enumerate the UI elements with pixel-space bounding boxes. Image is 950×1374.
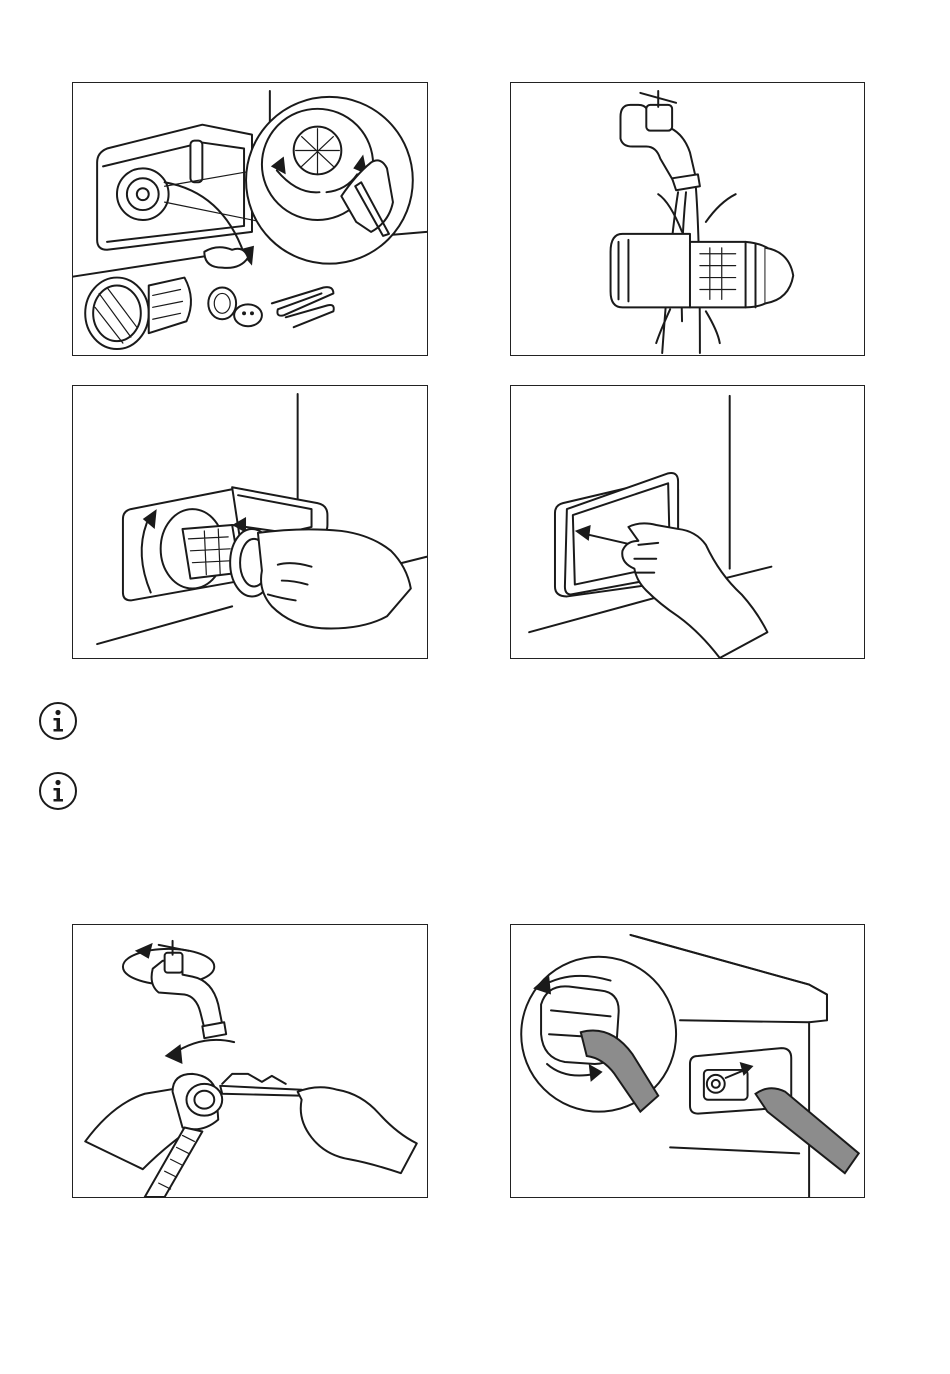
hose-connector-icon: [73, 925, 427, 1197]
drain-pump-filter-icon: [73, 83, 427, 355]
service-flap-icon: [511, 386, 864, 658]
info-icon: [38, 771, 78, 811]
pump-filter-icon: [73, 386, 427, 658]
figure-refit-pump-filter: [72, 385, 428, 659]
valve-filter-icon: [511, 925, 864, 1197]
figure-close-service-flap: [510, 385, 865, 659]
figure-rinse-pump-filter: [510, 82, 865, 356]
water-tap-icon: [511, 83, 864, 355]
figure-clean-inlet-hose: [72, 924, 428, 1198]
figure-disconnect-inlet-hose: [510, 924, 865, 1198]
figure-clean-pump-filter: [72, 82, 428, 356]
info-icon: [38, 701, 78, 741]
